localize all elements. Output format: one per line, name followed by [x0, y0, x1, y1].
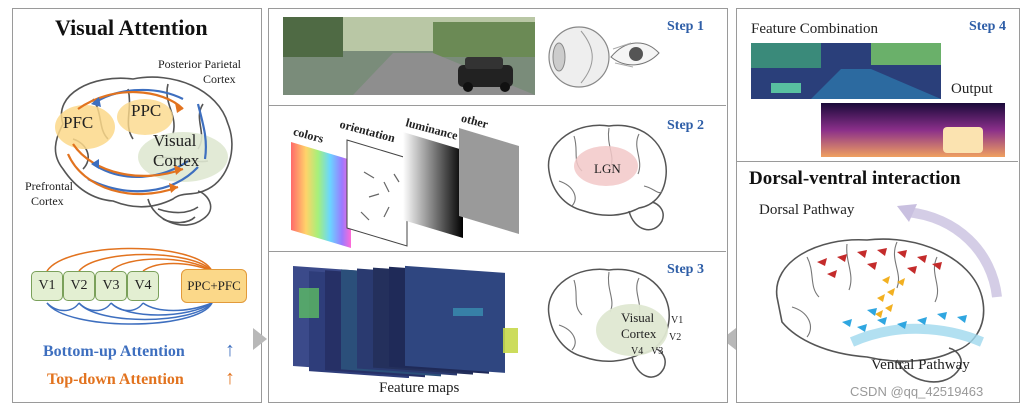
ventral-pathway-label: Ventral Pathway [871, 357, 970, 373]
step2-section: colors orientation luminance other LGN S… [269, 106, 726, 252]
ppc-region [117, 99, 173, 135]
output-depth-image [821, 103, 1005, 157]
feature-maps-stack [293, 265, 518, 378]
street-scene-image [283, 17, 535, 95]
posterior-parietal-cortex-label: Cortex [203, 72, 236, 86]
dorsal-ventral-section: Dorsal-ventral interaction Dorsal Pathwa… [737, 162, 1018, 402]
pfc-label: PFC [63, 113, 94, 132]
feature-channels-illustration [291, 128, 519, 248]
step4-label: Step 4 [969, 19, 1006, 34]
visual-cortex-label-2: Cortex [153, 151, 200, 170]
v2-box: V2 [63, 271, 95, 301]
right-panel: Feature Combination Step 4 Output Dorsal… [736, 8, 1020, 403]
output-label: Output [951, 81, 993, 97]
middle-panel: Step 1 colors [268, 8, 728, 403]
top-down-attention-label: Top-down Attention [47, 371, 184, 388]
step2-label: Step 2 [667, 118, 704, 133]
watermark: CSDN @qq_42519463 [850, 384, 984, 399]
visual-cortex-step3-label-1: Visual [621, 310, 655, 325]
bottom-up-arrow-icon: ↑ [225, 339, 235, 361]
brain-lgn-illustration [547, 124, 667, 231]
step1-label: Step 1 [667, 19, 704, 34]
prefrontal-cortex-label: Cortex [31, 194, 64, 208]
prefrontal-label: Prefrontal [25, 179, 73, 193]
dorsal-pathway-label: Dorsal Pathway [759, 202, 855, 218]
step1-section: Step 1 [269, 9, 726, 106]
brain-visual-cortex-illustration [547, 268, 670, 378]
v4-box: V4 [127, 271, 159, 301]
v3-small-label: V3 [651, 346, 664, 357]
brain-attention-diagram [54, 76, 233, 226]
lgn-label: LGN [594, 161, 621, 176]
dorsal-ventral-brain [775, 204, 1002, 383]
pfc-region [55, 105, 115, 149]
v1-box: V1 [31, 271, 63, 301]
top-down-arrow-icon: ↑ [225, 367, 235, 389]
hierarchy-arcs [46, 247, 213, 325]
dorsal-ventral-title: Dorsal-ventral interaction [749, 168, 961, 189]
v2-small-label: V2 [669, 332, 682, 343]
v3-box: V3 [95, 271, 127, 301]
ppc-pfc-box: PPC+PFC [181, 269, 247, 303]
eye-illustration [548, 26, 660, 88]
ppc-label: PPC [131, 101, 162, 120]
visual-attention-title: Visual Attention [55, 15, 208, 40]
visual-cortex-label-1: Visual [153, 131, 197, 150]
step4-section: Feature Combination Step 4 Output [737, 9, 1018, 162]
step3-section: Feature maps Visual Cortex V1 V2 V4 V3 S… [269, 252, 726, 402]
step3-label: Step 3 [667, 262, 704, 277]
left-panel-visual-attention: Visual Attention Posterior Parietal Cort… [12, 8, 262, 403]
feature-combination-label: Feature Combination [751, 21, 879, 37]
v4-small-label: V4 [631, 346, 644, 357]
posterior-parietal-label: Posterior Parietal [158, 57, 241, 71]
visual-cortex-step3-label-2: Cortex [621, 326, 657, 341]
bottom-up-attention-label: Bottom-up Attention [43, 343, 185, 360]
feature-combination-image [751, 43, 941, 99]
v1-small-label: V1 [671, 315, 684, 326]
feature-maps-label: Feature maps [379, 380, 460, 396]
arrow-left-to-middle-icon [253, 328, 267, 350]
